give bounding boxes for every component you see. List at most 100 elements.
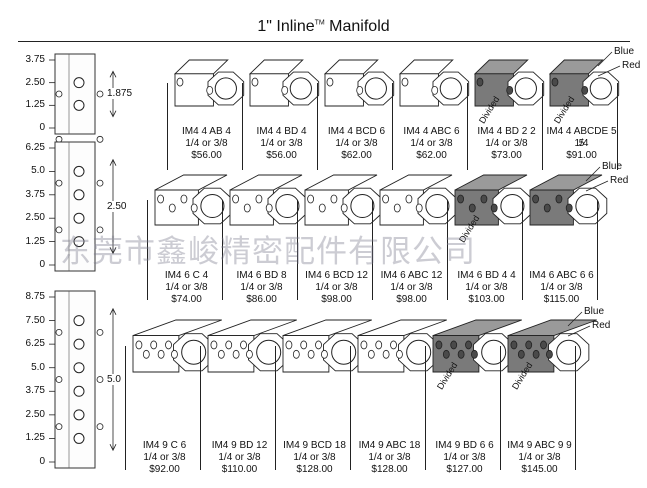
port-hole — [168, 203, 176, 213]
gauge-tick-label: 2.50 — [25, 408, 45, 420]
gauge-tick-label: 3.75 — [25, 54, 45, 65]
port-hole — [356, 85, 364, 95]
port-hole — [367, 349, 375, 359]
port-hole — [405, 194, 413, 204]
port-hole — [180, 194, 188, 204]
port-hole — [232, 349, 240, 359]
manifold-body — [507, 319, 597, 373]
manifold-body — [323, 59, 395, 107]
manifold-body — [379, 174, 458, 226]
port-hole — [300, 340, 308, 350]
gauge-tick-label: 0 — [39, 259, 45, 270]
part-model: IM4 4 AB 4 — [182, 126, 231, 137]
side-port — [55, 423, 63, 431]
manifold-side-face — [474, 73, 514, 107]
part-model: IM4 6 BD 8 — [236, 270, 287, 281]
port-hole — [315, 340, 322, 350]
callout-red: Red — [610, 175, 629, 186]
column-divider — [372, 200, 373, 300]
part-price: $62.00 — [341, 150, 372, 161]
port-hole — [190, 203, 198, 213]
port-hole — [490, 203, 498, 213]
port-hole — [265, 203, 273, 213]
port-hole — [382, 349, 390, 359]
port-hole — [225, 340, 233, 350]
column-divider — [350, 346, 351, 470]
manifold-body — [432, 319, 522, 373]
port-hole — [435, 340, 443, 350]
part-size: 1/4 or 3/8 — [260, 138, 303, 149]
part-size: 1/4 or 3/8 — [315, 282, 358, 293]
dimension-arrow-icon — [109, 247, 117, 255]
port-hole — [240, 340, 247, 350]
part-model: IM4 4 BD 4 — [256, 126, 307, 137]
bore-circle — [275, 193, 300, 219]
side-port — [96, 376, 104, 383]
gauge-tick-label: 2.50 — [25, 212, 45, 224]
port-circle — [73, 385, 85, 397]
manifold-body — [248, 59, 320, 107]
port-hole — [525, 340, 533, 350]
bore-circle — [350, 193, 375, 219]
port-hole — [555, 194, 563, 204]
manifold-side-face — [324, 73, 364, 107]
part-model: IM4 9 ABC 9 9 — [507, 440, 572, 451]
manifold-body — [207, 319, 297, 373]
column-divider — [317, 83, 318, 170]
port-hole — [321, 349, 328, 359]
side-port — [96, 328, 104, 336]
bore-circle — [575, 193, 600, 219]
port-hole — [330, 194, 338, 204]
part-model: IM4 6 ABC 6 6 — [529, 270, 594, 281]
part-model: IM4 6 C 4 — [164, 270, 209, 281]
port-hole — [171, 349, 178, 359]
manifold-side-face — [154, 189, 199, 226]
part-model: IM4 9 BCD 18 — [283, 440, 346, 451]
gauge-tick-label: 1.25 — [25, 235, 45, 247]
part-size: 1/4 or 3/8 — [218, 452, 261, 463]
port-circle — [73, 77, 85, 89]
column-divider — [522, 200, 523, 300]
part-price: $110.00 — [221, 464, 258, 475]
part-model: IM4 4 BCD 6 — [327, 126, 386, 137]
column-divider — [222, 200, 223, 300]
part-price: $74.00 — [171, 294, 202, 305]
callout-leader — [567, 311, 583, 327]
dimension-label: 5.0 — [107, 373, 121, 385]
bore-circle — [364, 77, 387, 100]
page-title: 1" InlineTM Manifold — [257, 18, 390, 35]
port-hole — [565, 203, 573, 213]
manifold-body — [229, 174, 308, 226]
port-hole — [246, 349, 253, 359]
port-hole — [532, 194, 539, 204]
column-divider — [242, 83, 243, 170]
part-size: 1/4 or 3/8 — [540, 282, 583, 293]
part-size: 1/4 or 3/8 — [165, 282, 208, 293]
part-model: IM4 4 ABC 6 — [403, 126, 460, 137]
bore-circle — [589, 77, 612, 100]
port-hole — [543, 203, 551, 213]
gauge-tick-label: 3.75 — [25, 188, 45, 200]
side-port — [96, 90, 104, 98]
column-divider — [542, 83, 543, 170]
dimension-arrow-icon — [109, 307, 117, 315]
manifold-body — [357, 319, 447, 373]
manifold-side-face — [549, 73, 589, 107]
port-hole — [360, 340, 368, 350]
column-divider — [167, 83, 168, 170]
port-hole — [581, 85, 589, 95]
part-size: 1/4 or 3/8 — [443, 452, 486, 463]
port-hole — [285, 340, 293, 350]
column-divider — [125, 346, 126, 470]
gauge-tick-label: 0 — [39, 122, 45, 133]
callout-leader — [597, 65, 621, 77]
port-hole — [165, 340, 172, 350]
gauge-tick-label: 8.75 — [25, 291, 45, 302]
